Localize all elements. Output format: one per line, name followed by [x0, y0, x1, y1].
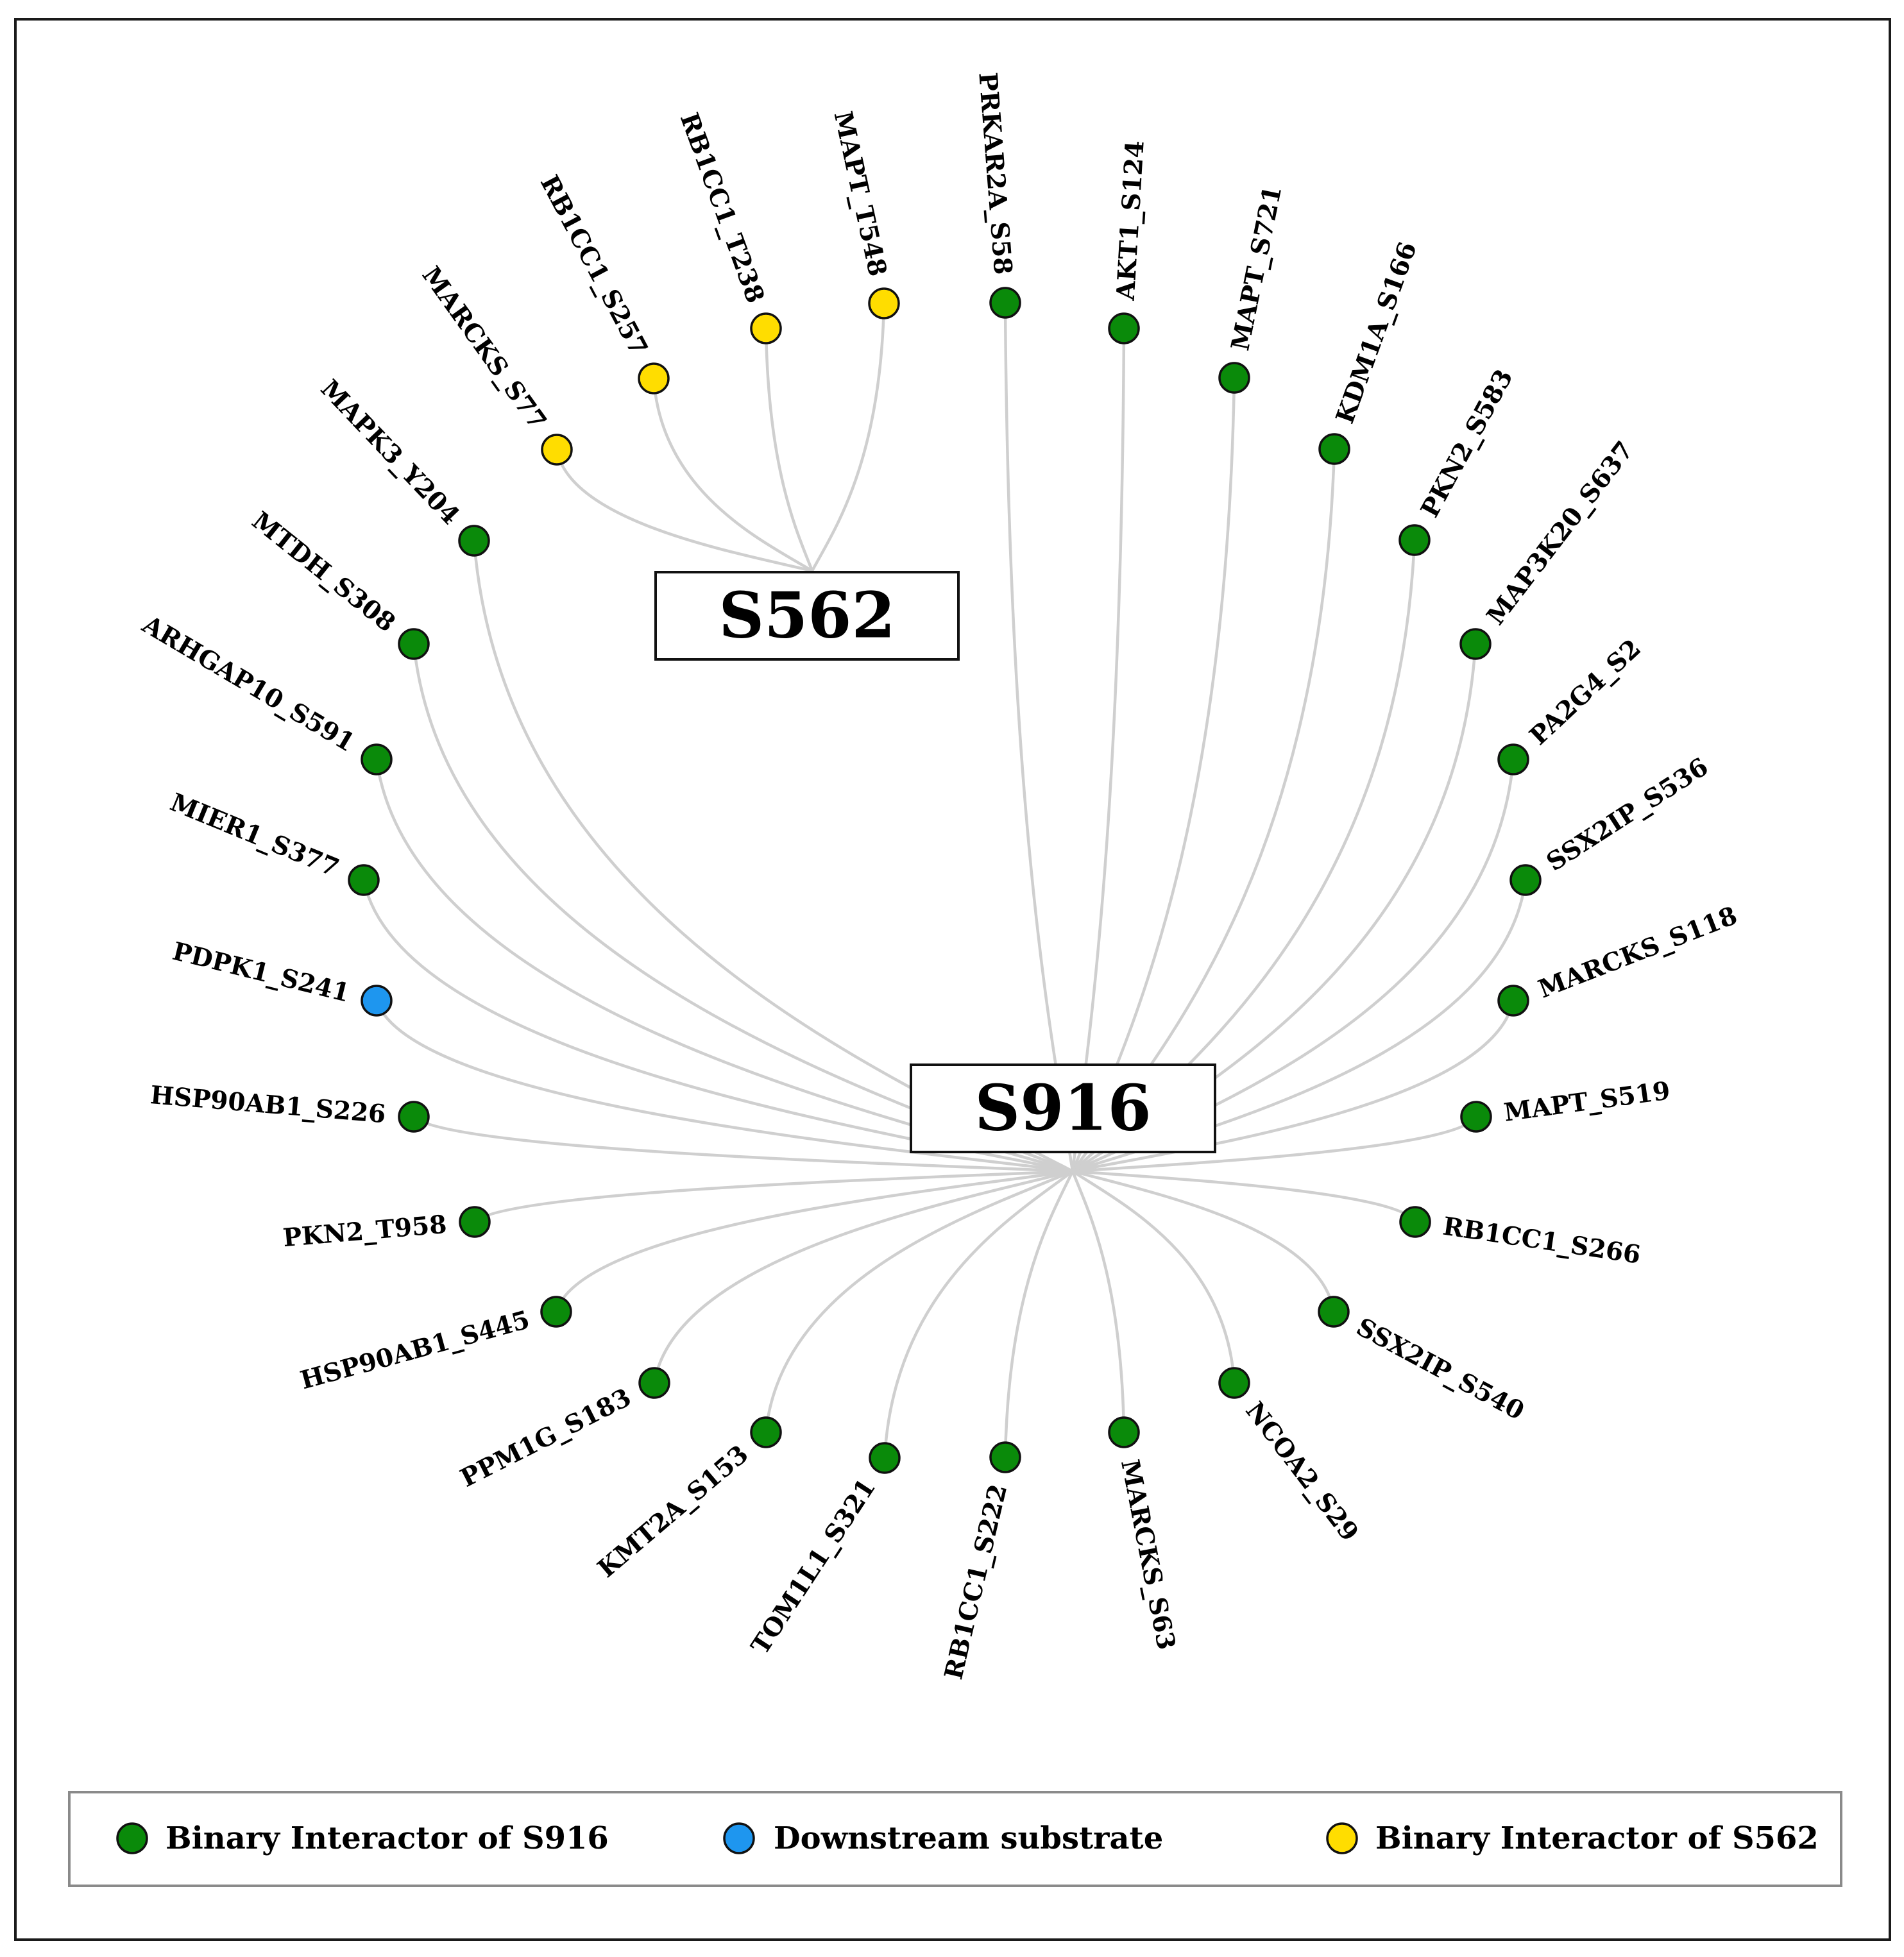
- edge-hsp90ab1-s226: [412, 1115, 1073, 1173]
- legend-item-downstream: Downstream substrate: [723, 1820, 1163, 1856]
- legend-item-binary-s562: Binary Interactor of S562: [1326, 1820, 1819, 1856]
- node-marcks-s77: [541, 434, 573, 466]
- legend-item-binary-s916: Binary Interactor of S916: [116, 1820, 609, 1856]
- node-pkn2-t958: [459, 1206, 491, 1238]
- node-mapk3-y204: [458, 525, 490, 557]
- edge-pkn2-t958: [473, 1169, 1073, 1223]
- node-pkn2-s583: [1398, 524, 1431, 556]
- node-arhgap10-s591: [361, 743, 393, 775]
- node-mier1-s377: [348, 864, 380, 896]
- edge-rb1cc1-s266: [1072, 1169, 1416, 1223]
- edge-pdpk1-s241: [375, 1000, 1073, 1173]
- hub-s562: S562: [654, 571, 960, 661]
- legend-label-binary-s562: Binary Interactor of S562: [1375, 1820, 1819, 1856]
- edge-marcks-s118: [1072, 1000, 1515, 1173]
- hub-s562-box: [654, 571, 960, 661]
- edge-rb1cc1-s222: [1003, 1171, 1075, 1458]
- node-mapt-s721: [1218, 362, 1250, 394]
- node-marcks-s63: [1108, 1416, 1140, 1448]
- node-ppm1g-s183: [638, 1367, 670, 1399]
- node-ssx2ip-s536: [1509, 864, 1542, 896]
- node-pdpk1-s241: [361, 985, 393, 1017]
- node-rb1cc1-t238: [750, 312, 782, 344]
- node-rb1cc1-s222: [989, 1441, 1021, 1473]
- hub-s916-box: [910, 1063, 1216, 1153]
- edge-ppm1g-s183: [652, 1169, 1073, 1384]
- edge-ssx2ip-s540: [1072, 1169, 1336, 1312]
- edge-rb1cc1-t238: [764, 328, 814, 572]
- node-akt1-s124: [1108, 312, 1140, 344]
- legend: Binary Interactor of S916 Downstream sub…: [68, 1791, 1842, 1887]
- edge-mapt-s519: [1072, 1115, 1477, 1173]
- node-mapt-s519: [1460, 1101, 1492, 1133]
- node-mapt-t548: [868, 287, 900, 319]
- node-pa2g4-s2: [1497, 743, 1529, 775]
- node-kmt2a-s153: [750, 1416, 782, 1448]
- node-rb1cc1-s257: [638, 362, 670, 394]
- node-mtdh-s308: [398, 628, 430, 660]
- node-tom1l1-s321: [869, 1442, 901, 1474]
- node-ssx2ip-s540: [1318, 1296, 1350, 1328]
- edge-hsp90ab1-s445: [554, 1169, 1073, 1312]
- node-map3k20-s637: [1459, 628, 1492, 660]
- legend-dot-downstream: [723, 1822, 755, 1854]
- edge-marcks-s77: [555, 449, 813, 573]
- node-rb1cc1-s266: [1399, 1206, 1431, 1238]
- edge-mapt-t548: [811, 303, 886, 572]
- edge-rb1cc1-s257: [652, 378, 813, 572]
- legend-box: [68, 1791, 1842, 1887]
- node-kdm1a-s166: [1318, 433, 1350, 465]
- edge-marcks-s63: [1071, 1171, 1126, 1433]
- figure-frame: [14, 18, 1891, 1941]
- node-prkar2a-s58: [989, 287, 1021, 319]
- node-marcks-s118: [1497, 985, 1529, 1017]
- node-hsp90ab1-s445: [540, 1296, 572, 1328]
- legend-dot-binary-s562: [1326, 1822, 1358, 1854]
- edge-kmt2a-s153: [764, 1169, 1073, 1433]
- hub-s916-label: S916: [974, 1072, 1151, 1146]
- legend-dot-binary-s916: [116, 1822, 148, 1854]
- node-ncoa2-s29: [1218, 1367, 1250, 1399]
- legend-label-downstream: Downstream substrate: [774, 1820, 1163, 1856]
- node-hsp90ab1-s226: [398, 1101, 430, 1133]
- hub-s916: S916: [910, 1063, 1216, 1153]
- edge-ncoa2-s29: [1071, 1170, 1236, 1384]
- legend-label-binary-s916: Binary Interactor of S916: [166, 1820, 609, 1856]
- hub-s562-label: S562: [718, 579, 895, 653]
- edge-tom1l1-s321: [883, 1170, 1074, 1459]
